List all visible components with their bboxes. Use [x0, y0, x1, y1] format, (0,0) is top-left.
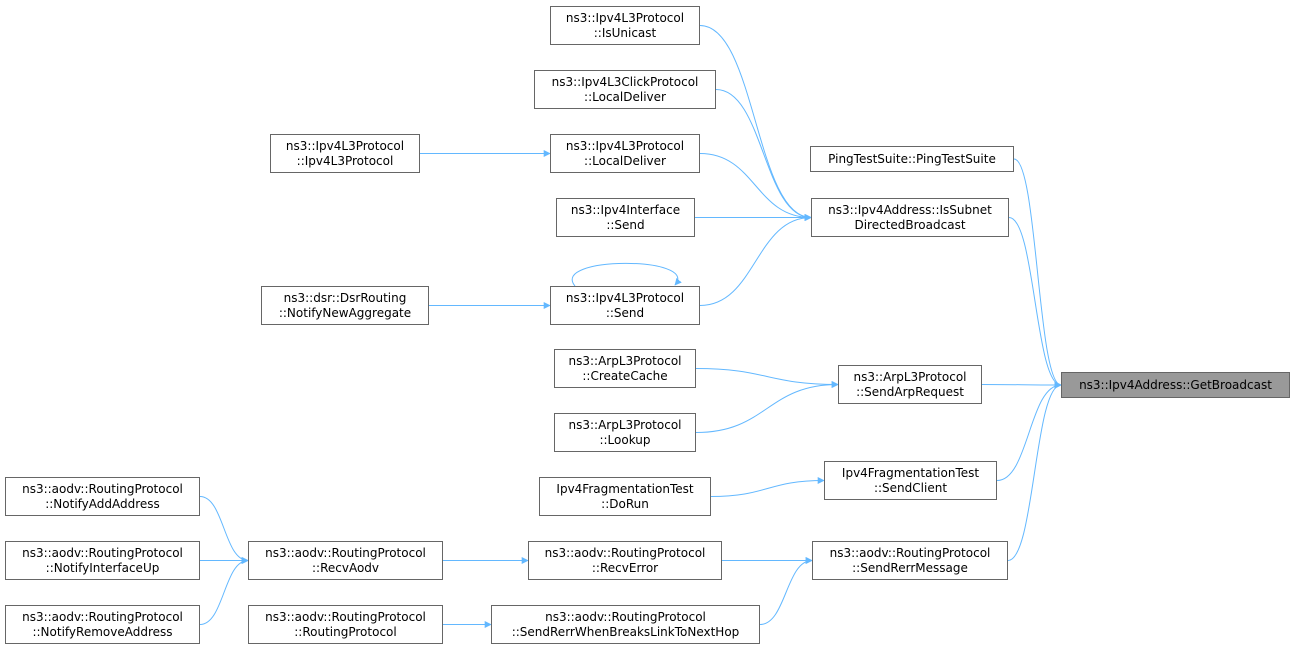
node-pingtestsuite[interactable]: PingTestSuite::PingTestSuite: [810, 146, 1014, 172]
node-line1: ns3::aodv::RoutingProtocol: [265, 609, 426, 624]
node-line2: ::SendRerrWhenBreaksLinkToNextHop: [511, 624, 740, 639]
node-aodv-notifyaddaddress[interactable]: ns3::aodv::RoutingProtocol ::NotifyAddAd…: [5, 477, 200, 516]
edge-pingtest-to-getbroadcast: [1013, 158, 1062, 389]
node-line1: ns3::Ipv4L3ClickProtocol: [551, 74, 699, 89]
node-line2: ::CreateCache: [582, 368, 668, 383]
edge-sendrerr-to-getbroadcast: [1007, 381, 1062, 561]
node-line2: ::NotifyNewAggregate: [278, 305, 412, 320]
edge-fragdorun-to-fragsend: [710, 477, 825, 497]
node-line2: ::RecvError: [591, 560, 659, 575]
node-line1: ns3::aodv::RoutingProtocol: [829, 545, 991, 560]
node-line1: PingTestSuite::PingTestSuite: [828, 151, 996, 166]
node-arpl3protocol-createcache[interactable]: ns3::ArpL3Protocol ::CreateCache: [554, 349, 696, 388]
node-line2: ::LocalDeliver: [584, 89, 666, 104]
node-aodv-notifyinterfaceup[interactable]: ns3::aodv::RoutingProtocol ::NotifyInter…: [5, 541, 200, 580]
edge-l3send-to-subnetbcast: [699, 214, 812, 306]
node-ipv4fragmentationtest-dorun[interactable]: Ipv4FragmentationTest ::DoRun: [539, 477, 711, 516]
node-line1: ns3::Ipv4Address::GetBroadcast: [1079, 377, 1272, 392]
node-ipv4address-getbroadcast[interactable]: ns3::Ipv4Address::GetBroadcast: [1061, 372, 1290, 398]
edge-l3send-to-l3send: [571, 262, 682, 287]
node-line2: ::Lookup: [599, 432, 651, 447]
node-ipv4l3protocol-localdeliver[interactable]: ns3::Ipv4L3Protocol ::LocalDeliver: [550, 134, 700, 173]
node-line2: ::SendArpRequest: [856, 384, 964, 399]
node-ipv4l3protocol-constructor[interactable]: ns3::Ipv4L3Protocol ::Ipv4L3Protocol: [270, 134, 420, 173]
node-line2: ::RoutingProtocol: [294, 624, 397, 639]
node-line1: ns3::aodv::RoutingProtocol: [545, 609, 706, 624]
node-line2: ::SendClient: [873, 480, 948, 495]
node-aodv-recverror[interactable]: ns3::aodv::RoutingProtocol ::RecvError: [528, 541, 722, 580]
node-line1: ns3::ArpL3Protocol: [568, 417, 682, 432]
node-line1: Ipv4FragmentationTest: [556, 481, 694, 496]
node-ipv4address-issubnetdirectedbroadcast[interactable]: ns3::Ipv4Address::IsSubnet DirectedBroad…: [811, 198, 1009, 237]
node-line2: ::NotifyRemoveAddress: [32, 624, 173, 639]
node-aodv-notifyremoveaddress[interactable]: ns3::aodv::RoutingProtocol ::NotifyRemov…: [5, 605, 200, 644]
node-line1: ns3::dsr::DsrRouting: [283, 290, 407, 305]
node-line2: ::DoRun: [601, 496, 649, 511]
node-line1: ns3::Ipv4L3Protocol: [565, 138, 685, 153]
node-ipv4l3clickprotocol-localdeliver[interactable]: ns3::Ipv4L3ClickProtocol ::LocalDeliver: [534, 70, 716, 109]
edge-localdeliver-to-subnetbcast: [699, 153, 812, 221]
node-arpl3protocol-sendarprequest[interactable]: ns3::ArpL3Protocol ::SendArpRequest: [838, 365, 982, 404]
node-ipv4l3protocol-send[interactable]: ns3::Ipv4L3Protocol ::Send: [550, 286, 700, 325]
node-aodv-sendrerrmessage[interactable]: ns3::aodv::RoutingProtocol ::SendRerrMes…: [812, 541, 1008, 580]
node-line1: ns3::aodv::RoutingProtocol: [22, 545, 183, 560]
edge-sendarp-to-getbroadcast: [981, 381, 1062, 389]
node-line2: ::Ipv4L3Protocol: [296, 153, 394, 168]
node-line2: ::NotifyInterfaceUp: [45, 560, 160, 575]
edge-clicklocal-to-subnetbcast: [715, 89, 812, 221]
node-line1: ns3::ArpL3Protocol: [568, 353, 682, 368]
node-line1: ns3::aodv::RoutingProtocol: [22, 481, 183, 496]
node-line1: Ipv4FragmentationTest: [841, 465, 980, 480]
edge-subnetbcast-to-getbroadcast: [1008, 217, 1062, 389]
node-line1: ns3::ArpL3Protocol: [853, 369, 967, 384]
node-ipv4interface-send[interactable]: ns3::Ipv4Interface ::Send: [556, 198, 695, 237]
edge-rerrbreaks-to-sendrerr: [759, 557, 813, 625]
node-line1: ns3::aodv::RoutingProtocol: [544, 545, 706, 560]
node-line1: ns3::Ipv4L3Protocol: [565, 290, 685, 305]
node-line2: ::NotifyAddAddress: [45, 496, 160, 511]
node-line1: ns3::aodv::RoutingProtocol: [22, 609, 183, 624]
edge-isunicast-to-subnetbcast: [699, 25, 812, 221]
edge-arplookup-to-sendarp: [695, 381, 839, 433]
node-dsrrouting-notifynewaggregate[interactable]: ns3::dsr::DsrRouting ::NotifyNewAggregat…: [261, 286, 429, 325]
node-line1: ns3::Ipv4L3Protocol: [285, 138, 405, 153]
node-ipv4l3protocol-isunicast[interactable]: ns3::Ipv4L3Protocol ::IsUnicast: [550, 6, 700, 45]
node-line2: ::LocalDeliver: [584, 153, 666, 168]
node-line2: ::IsUnicast: [593, 25, 657, 40]
node-line1: ns3::aodv::RoutingProtocol: [265, 545, 426, 560]
node-ipv4fragmentationtest-sendclient[interactable]: Ipv4FragmentationTest ::SendClient: [824, 461, 997, 500]
edge-notifyadd-to-recvaodv: [199, 496, 249, 564]
node-aodv-sendrerrwhenbreakslinktonexthop[interactable]: ns3::aodv::RoutingProtocol ::SendRerrWhe…: [491, 605, 760, 644]
node-line1: ns3::Ipv4Interface: [570, 202, 681, 217]
node-line1: ns3::Ipv4Address::IsSubnet: [828, 202, 992, 217]
node-line2: ::SendRerrMessage: [852, 560, 968, 575]
node-aodv-recvaodv[interactable]: ns3::aodv::RoutingProtocol ::RecvAodv: [248, 541, 443, 580]
node-aodv-routingprotocol-constructor[interactable]: ns3::aodv::RoutingProtocol ::RoutingProt…: [248, 605, 443, 644]
node-line1: ns3::Ipv4L3Protocol: [565, 10, 685, 25]
edge-notifyremove-to-recvaodv: [199, 557, 249, 625]
edge-fragsend-to-getbroadcast: [996, 381, 1062, 481]
node-line2: ::Send: [606, 217, 645, 232]
node-line2: ::Send: [605, 305, 645, 320]
node-line2: DirectedBroadcast: [854, 217, 966, 232]
edge-createcache-to-sendarp: [695, 368, 839, 388]
node-line2: ::RecvAodv: [311, 560, 380, 575]
node-arpl3protocol-lookup[interactable]: ns3::ArpL3Protocol ::Lookup: [554, 413, 696, 452]
